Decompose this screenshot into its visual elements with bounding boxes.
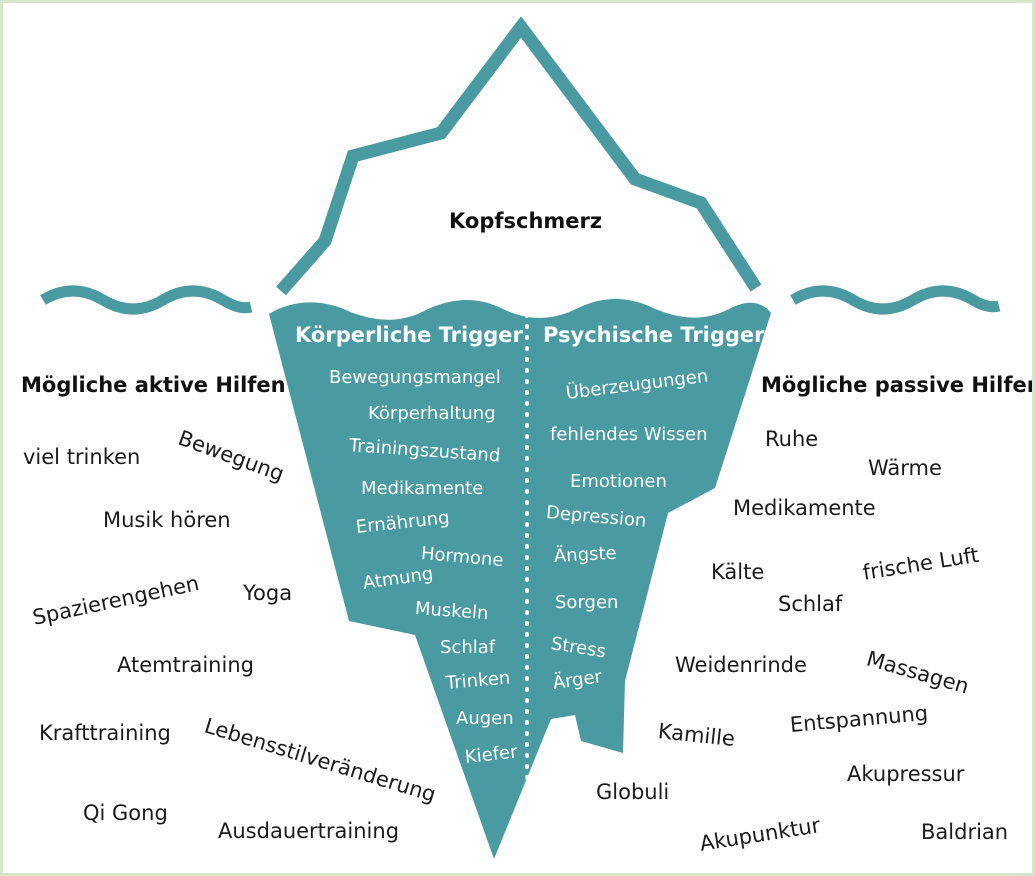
koerper-item: Muskeln <box>414 598 490 625</box>
aktive-hilfe: Atemtraining <box>117 653 254 677</box>
iceberg-underwater-body <box>269 299 771 859</box>
aktive-hilfe: viel trinken <box>23 445 141 469</box>
water-wave-left <box>40 285 253 315</box>
passive-hilfe: Schlaf <box>778 592 843 616</box>
passive-hilfe: Ruhe <box>765 427 819 451</box>
passive-hilfe: Globuli <box>596 780 670 804</box>
aktive-hilfe: Krafttraining <box>39 721 171 745</box>
passive-hilfe: Wärme <box>868 456 942 480</box>
psyche-item: fehlendes Wissen <box>550 424 708 445</box>
right-heading: Mögliche passive Hilfen <box>761 373 1035 397</box>
iceberg-graphic <box>40 16 1001 859</box>
koerper-item: Schlaf <box>440 637 496 658</box>
aktive-hilfe: Yoga <box>243 581 293 605</box>
passive-hilfe: Weidenrinde <box>675 653 807 677</box>
iceberg-tip-outline <box>276 16 762 296</box>
passive-hilfe: Kälte <box>711 560 765 584</box>
koerper-item: Augen <box>456 708 514 729</box>
passive-hilfe: Baldrian <box>921 820 1009 844</box>
aktive-hilfe: Musik hören <box>103 508 231 532</box>
aktive-hilfe: Ausdauertraining <box>218 819 400 843</box>
passive-hilfe: Medikamente <box>733 496 876 520</box>
psyche-title: Psychische Trigger <box>543 323 765 347</box>
koerper-title: Körperliche Trigger <box>295 323 523 347</box>
koerper-item: Körperhaltung <box>368 403 496 424</box>
tip-label: Kopfschmerz <box>449 209 603 233</box>
aktive-hilfe: Qi Gong <box>83 801 168 825</box>
passive-hilfe: Akupressur <box>847 762 965 786</box>
left-heading: Mögliche aktive Hilfen <box>21 373 286 397</box>
koerper-item: Medikamente <box>361 478 484 499</box>
psyche-item: Ängste <box>553 542 618 567</box>
psyche-item: Emotionen <box>570 471 667 492</box>
psyche-item: Sorgen <box>555 592 619 613</box>
koerper-item: Bewegungsmangel <box>329 367 501 388</box>
water-wave-right <box>790 285 1001 315</box>
